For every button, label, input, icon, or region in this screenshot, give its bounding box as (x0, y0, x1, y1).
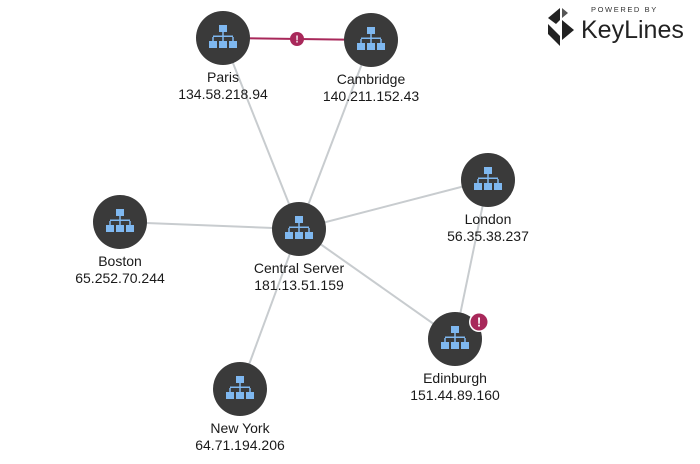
link-paris-central[interactable] (222, 37, 300, 230)
node-alert-icon[interactable]: ! (469, 312, 489, 332)
node-ip: 56.35.38.237 (447, 228, 529, 244)
link-boston-central[interactable] (119, 221, 300, 230)
keylines-wordmark: KeyLines (581, 16, 684, 44)
node-name: Boston (98, 253, 142, 269)
nodes-layer: Paris134.58.218.94Cambridge140.211.152.4… (75, 11, 529, 453)
network-icon (285, 216, 313, 239)
link-london-edinburgh[interactable] (454, 179, 489, 340)
alert-glyph: ! (477, 315, 481, 330)
alert-glyph: ! (295, 35, 298, 46)
link-newyork-central[interactable] (239, 228, 300, 390)
network-icon (209, 25, 237, 48)
network-icon (106, 209, 134, 232)
keylines-logo-mark (548, 8, 574, 46)
node-ip: 140.211.152.43 (323, 88, 419, 104)
node-name: London (465, 211, 512, 227)
powered-by-text: POWERED BY (591, 5, 658, 14)
node-name: Cambridge (337, 71, 406, 87)
node-ip: 151.44.89.160 (410, 387, 500, 403)
network-icon (441, 326, 469, 349)
link-edinburgh-central[interactable] (298, 228, 456, 340)
node-ip: 65.252.70.244 (75, 270, 165, 286)
node-name: Paris (207, 69, 239, 85)
keylines-logo: POWERED BY KeyLines (548, 5, 684, 46)
node-name: New York (210, 420, 270, 436)
network-icon (226, 376, 254, 399)
node-name: Central Server (254, 260, 345, 276)
links-layer: ! (119, 32, 489, 390)
node-ip: 181.13.51.159 (254, 277, 344, 293)
link-london-central[interactable] (298, 179, 489, 230)
network-icon (474, 167, 502, 190)
node-ip: 64.71.194.206 (195, 437, 285, 453)
link-alert-icon[interactable]: ! (290, 32, 304, 46)
node-name: Edinburgh (423, 370, 487, 386)
link-cambridge-central[interactable] (298, 39, 372, 230)
network-icon (357, 27, 385, 50)
node-ip: 134.58.218.94 (178, 86, 268, 102)
